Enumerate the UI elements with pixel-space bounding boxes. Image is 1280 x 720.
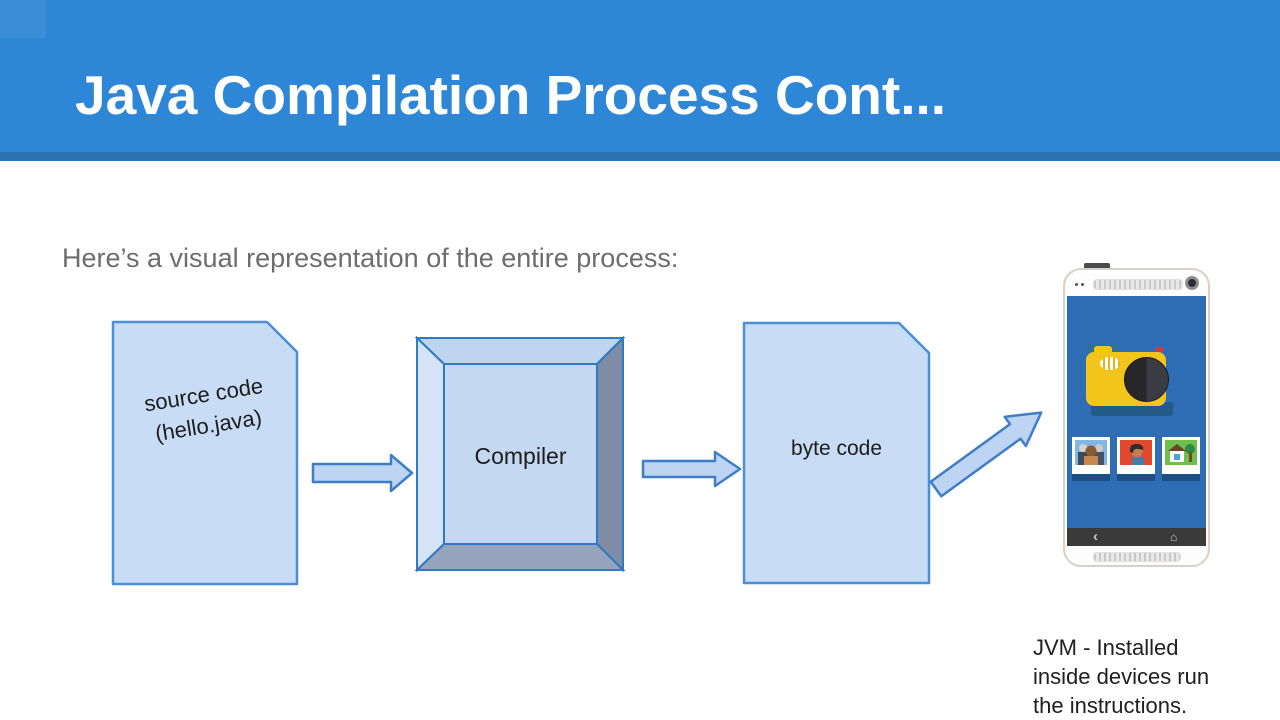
photo-thumbnail-boy bbox=[1117, 437, 1155, 474]
bevel-left-face bbox=[416, 335, 445, 573]
bottom-speaker-grille-icon bbox=[1093, 552, 1181, 562]
phone-nav-bar: ‹ ⌂ bbox=[1067, 528, 1206, 546]
camera-lens-icon bbox=[1124, 357, 1169, 402]
source-document-shape bbox=[111, 320, 299, 586]
bevel-bottom-face bbox=[414, 543, 626, 571]
front-camera-icon bbox=[1185, 276, 1199, 290]
phone-illustration: ‹ ⌂ bbox=[1063, 268, 1210, 567]
thumbnail-shadow bbox=[1117, 474, 1155, 481]
phone-screen bbox=[1067, 296, 1206, 528]
compiler-label: Compiler bbox=[474, 443, 567, 469]
thumbnail-shadow bbox=[1072, 474, 1110, 481]
arrow-right-icon-2 bbox=[641, 450, 742, 488]
back-icon: ‹ bbox=[1093, 528, 1098, 545]
bytecode-document-shape bbox=[742, 321, 931, 585]
arrow-right-icon-1 bbox=[311, 453, 414, 493]
title-bar-bottom-strip bbox=[0, 152, 1280, 161]
bevel-right-face bbox=[596, 335, 624, 573]
phone-sensor-dot bbox=[1081, 283, 1084, 286]
people-photo-icon bbox=[1075, 440, 1107, 465]
slide-title: Java Compilation Process Cont... bbox=[75, 64, 947, 126]
camera-viewfinder bbox=[1094, 346, 1112, 356]
header-corner-highlight bbox=[0, 0, 46, 38]
subtitle-text: Here’s a visual representation of the en… bbox=[62, 243, 679, 273]
speaker-grille-icon bbox=[1093, 279, 1183, 290]
jvm-caption: JVM - Installed inside devices run the i… bbox=[1033, 635, 1210, 718]
home-icon: ⌂ bbox=[1170, 530, 1178, 544]
camera-shutter-button bbox=[1155, 347, 1164, 352]
photo-thumbnail-people bbox=[1072, 437, 1110, 474]
bevel-center-face bbox=[443, 363, 598, 545]
bytecode-label: byte code bbox=[790, 437, 883, 460]
phone-power-button bbox=[1084, 263, 1110, 271]
arrow-diagonal-icon bbox=[929, 411, 1043, 498]
camera-flash-icon bbox=[1100, 357, 1120, 370]
photo-thumbnail-house bbox=[1162, 437, 1200, 474]
phone-sensor-dot bbox=[1075, 283, 1078, 286]
house-photo-icon bbox=[1165, 440, 1197, 465]
thumbnail-shadow bbox=[1162, 474, 1200, 481]
boy-photo-icon bbox=[1120, 440, 1152, 465]
title-bar: Java Compilation Process Cont... bbox=[0, 0, 1280, 152]
compiler-bevel-shape bbox=[414, 335, 626, 573]
camera-illustration-icon bbox=[1086, 352, 1169, 406]
bevel-top-face bbox=[414, 337, 626, 365]
